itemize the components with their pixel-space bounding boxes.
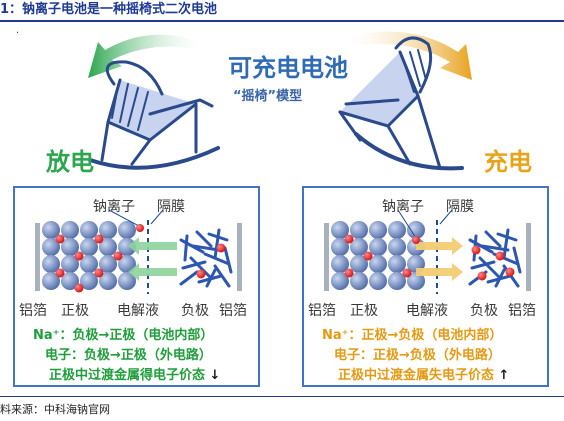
label-anode: 负极: [181, 303, 209, 319]
aluminum-foil-right: [237, 223, 242, 291]
rocking-chair-illustration: [88, 31, 472, 171]
center-subtitle: “摇椅”模型: [233, 89, 303, 104]
header-rule: [0, 20, 564, 22]
aluminum-foil-left: [35, 223, 40, 291]
charge-arrow: [350, 31, 472, 80]
discharge-electron-equation: 电子：负极→正极（外电路）: [45, 348, 212, 363]
ion-leader: [108, 209, 140, 227]
label-anode: 负极: [470, 303, 498, 319]
charge-valence-text: 正极中过渡金属失电子价态 ↑: [338, 364, 509, 383]
sodium-ions-anode: [196, 243, 226, 279]
header: 1：钠离子电池是一种摇椅式二次电池: [0, 0, 564, 22]
discharge-ion-equation: Na⁺：负极→正极（电池内部）: [33, 328, 214, 343]
right-rocking-chair: [338, 36, 464, 171]
source-note: 料来源：中科海钠官网: [0, 403, 110, 416]
aluminum-foil-left: [324, 223, 329, 291]
separator-leader: [439, 209, 453, 225]
ion-flow-arrows: [416, 237, 463, 281]
sodium-ions-cathode: [344, 234, 412, 278]
ion-label: 钠离子: [382, 199, 424, 215]
left-rocking-chair: [88, 60, 220, 170]
discharge-valence-label: 正极中过渡金属得电子价态: [49, 368, 206, 383]
discharge-arrow: [88, 34, 200, 78]
valence-down-arrow: ↓: [209, 368, 221, 383]
label-cathode: 正极: [61, 303, 89, 319]
valence-up-arrow: ↑: [498, 368, 510, 383]
ion-leader: [397, 209, 417, 239]
label-aluminum-right: 铝箔: [219, 303, 247, 319]
charge-label: 充电: [484, 148, 532, 176]
label-electrolyte: 电解液: [406, 303, 448, 319]
anode-graphite: [468, 228, 522, 288]
membrane-label: 隔膜: [157, 199, 185, 215]
charge-valence-label: 正极中过渡金属失电子价态: [338, 368, 495, 383]
discharge-valence-text: 正极中过渡金属得电子价态 ↓: [49, 364, 220, 383]
aluminum-foil-right: [526, 223, 531, 291]
anode-graphite: [179, 228, 233, 288]
charge-electron-equation: 电子：正极→负极（外电路）: [334, 348, 501, 363]
cathode-spheres: [42, 221, 136, 290]
separator-leader: [150, 209, 164, 225]
label-electrolyte: 电解液: [117, 303, 159, 319]
sodium-ions-anode: [471, 245, 515, 281]
labeled-sodium-ion: [136, 224, 144, 232]
center-title: 可充电电池: [228, 54, 348, 82]
label-aluminum-left: 铝箔: [308, 303, 336, 319]
label-aluminum-left: 铝箔: [19, 303, 47, 319]
labeled-sodium-ion: [412, 236, 420, 244]
label-aluminum-right: 铝箔: [508, 303, 536, 319]
discharge-cell-diagram: [35, 209, 242, 294]
charge-ion-equation: Na⁺：正极→负极（电池内部）: [322, 328, 503, 343]
small-mark: ·: [16, 28, 20, 39]
ion-label: 钠离子: [93, 199, 135, 215]
cathode-spheres: [331, 221, 425, 290]
footer-rule: [0, 396, 564, 397]
sodium-ions-cathode: [55, 234, 123, 293]
charge-cell-diagram: [324, 209, 531, 294]
discharge-label: 放电: [46, 148, 94, 176]
charge-panel: 钠离子 隔膜 铝箔 正极 电解液 负极 铝箔 Na⁺：正极→负极（电池内部） 电…: [302, 186, 549, 387]
membrane-label: 隔膜: [446, 199, 474, 215]
label-cathode: 正极: [350, 303, 378, 319]
ion-flow-arrows: [128, 237, 177, 281]
figure-title: 1：钠离子电池是一种摇椅式二次电池: [0, 2, 218, 17]
discharge-panel: 钠离子 隔膜 铝箔 正极 电解液 负极 铝箔 Na⁺：负极→正极（电池内部） 电…: [13, 186, 260, 387]
